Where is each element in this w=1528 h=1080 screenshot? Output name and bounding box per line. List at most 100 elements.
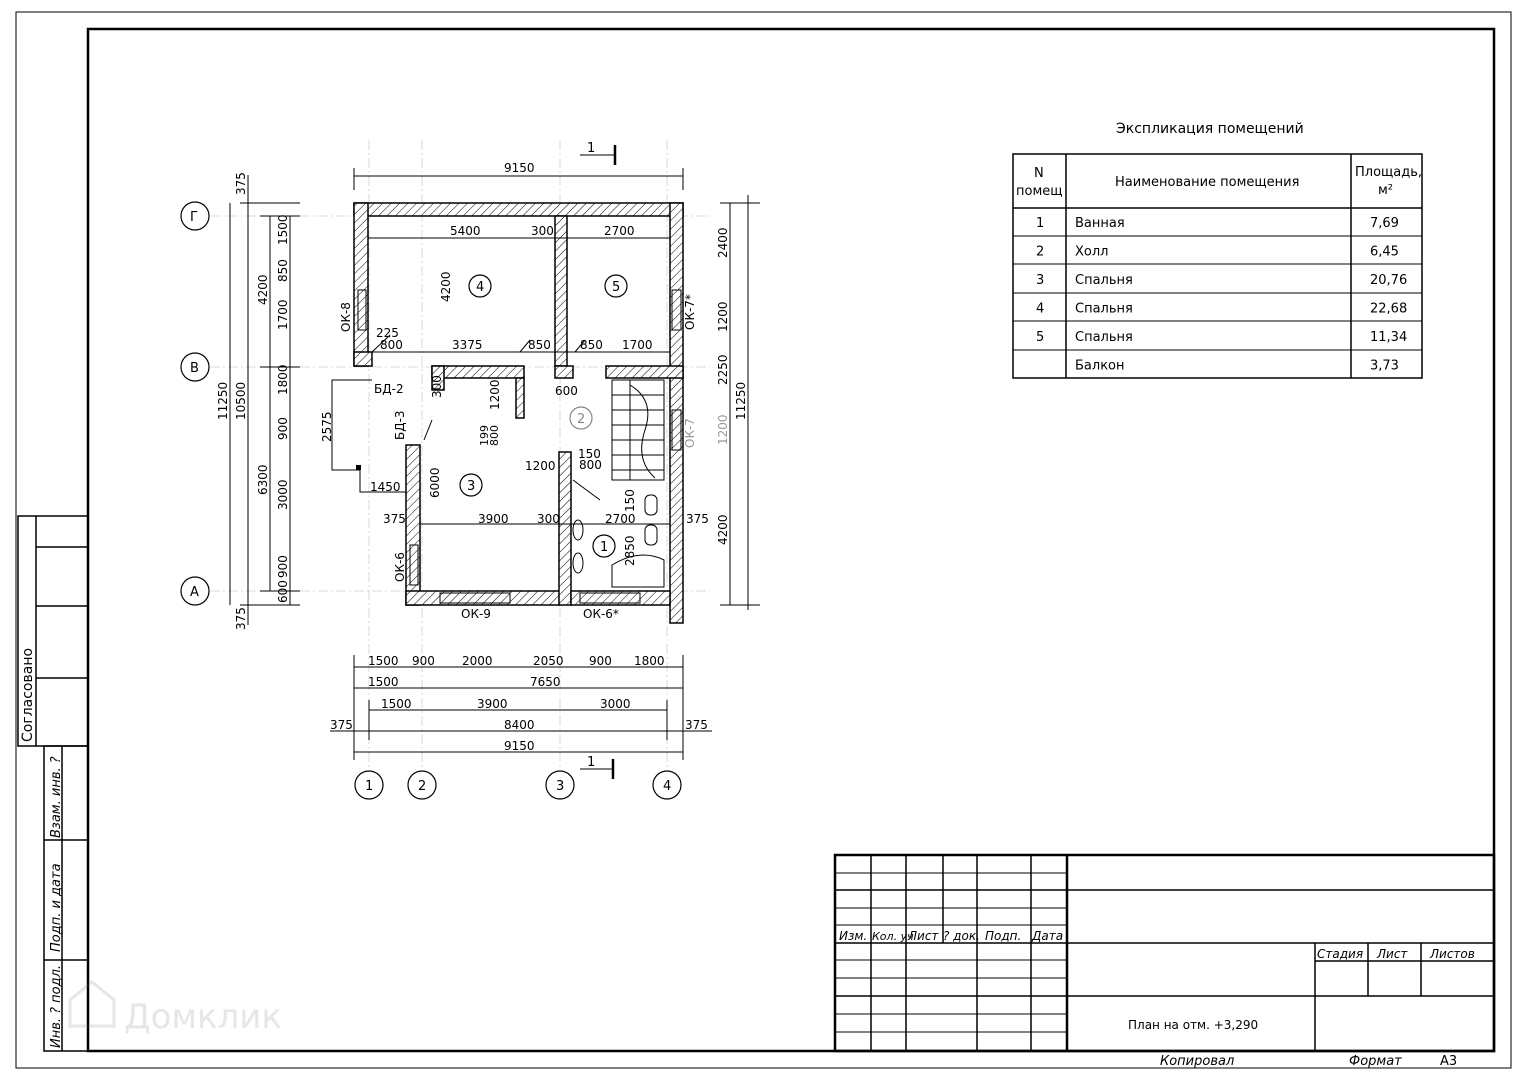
dim-right-1200-a: 1200 <box>716 301 730 332</box>
row-number: 4 <box>1036 302 1044 317</box>
dims-bottom: 1500 900 2000 2050 900 1800 1500 7650 15… <box>330 654 712 760</box>
row-number: 5 <box>1036 330 1044 345</box>
dim-top-9150: 9150 <box>504 161 535 175</box>
dims-left: 375 11250 375 10500 4200 6300 1500 850 1… <box>216 172 300 630</box>
sheets-total-header: Листов <box>1429 947 1475 961</box>
dim-b4-375-left: 375 <box>330 718 353 732</box>
dim-300: 300 <box>531 224 554 238</box>
room-1: 1 <box>600 540 608 555</box>
row-area: 6,45 <box>1370 245 1399 260</box>
dim-225: 225 <box>376 326 399 340</box>
dim-800-v: 800 <box>488 425 501 446</box>
title-block: Изм. Кол. уч Лист ? док. Подп. Дата Стад… <box>833 853 1496 1069</box>
dim-850-b: 850 <box>580 338 603 352</box>
header-name: Наименование помещения <box>1115 175 1299 190</box>
row-area: 22,68 <box>1370 302 1407 317</box>
row-name: Холл <box>1075 245 1108 260</box>
room-3: 3 <box>467 479 475 494</box>
window-ok-8: ОК-8 <box>339 302 353 332</box>
dim-b1-900-b: 900 <box>589 654 612 668</box>
inner-dims: 5400 300 2700 4200 225 800 3375 850 850 … <box>320 224 709 566</box>
sheet-header: Лист <box>1376 947 1408 961</box>
door-bd-3: БД-3 <box>393 410 407 440</box>
sheet-title: План на отм. +3,290 <box>1128 1018 1258 1032</box>
format-label: Формат <box>1349 1054 1402 1069</box>
row-name: Спальня <box>1075 273 1133 288</box>
house-logo-icon <box>68 980 116 1028</box>
room-2: 2 <box>577 412 585 427</box>
dim-left-10500: 10500 <box>234 382 248 420</box>
window-ok-6-star: ОК-6* <box>583 607 619 621</box>
outer-frame <box>15 11 1512 1069</box>
dim-right-1200-b: 1200 <box>716 414 730 445</box>
axis-3: 3 <box>556 779 564 794</box>
dim-b4-375-right: 375 <box>685 718 708 732</box>
axis-2: 2 <box>418 779 426 794</box>
room-5: 5 <box>612 280 620 295</box>
axis-1: 1 <box>365 779 373 794</box>
row-area: 20,76 <box>1370 273 1407 288</box>
dim-left-3000: 3000 <box>276 479 290 510</box>
dim-300-v: 300 <box>430 375 444 398</box>
window-ok-7: ОК-7 <box>683 418 697 448</box>
row-area: 7,69 <box>1370 216 1399 231</box>
balcony <box>331 379 406 493</box>
explication-table: Экспликация помещений N помещ Наименован… <box>1012 121 1423 379</box>
axis-a: А <box>190 585 199 600</box>
row-number: 1 <box>1036 216 1044 231</box>
explication-title: Экспликация помещений <box>1116 121 1304 137</box>
section-mark-top: 1 <box>587 141 595 156</box>
dim-left-1500: 1500 <box>276 214 290 245</box>
dim-1450: 1450 <box>370 480 401 494</box>
watermark: Домклик <box>68 980 282 1037</box>
watermark-text: Домклик <box>124 997 282 1037</box>
dim-3900: 3900 <box>478 512 509 526</box>
stairs <box>611 379 665 481</box>
col-data: Дата <box>1031 929 1063 943</box>
dim-b1-1800: 1800 <box>634 654 665 668</box>
dims-right: 2400 1200 2250 1200 4200 11250 <box>716 195 760 610</box>
row-name: Балкон <box>1075 359 1125 374</box>
sign-date-label: Подп. и дата <box>49 863 64 952</box>
col-kol-uch: Кол. уч <box>872 930 914 943</box>
row-area: 11,34 <box>1370 330 1407 345</box>
dim-150-v: 150 <box>623 489 637 512</box>
dim-2700-b: 2700 <box>605 512 636 526</box>
dim-b5-9150: 9150 <box>504 739 535 753</box>
section-mark-bottom: 1 <box>587 755 595 770</box>
dim-2575: 2575 <box>320 411 334 442</box>
row-name: Ванная <box>1075 216 1125 231</box>
bathroom-fixtures <box>572 494 665 588</box>
axis-g: Г <box>190 210 198 225</box>
opening-labels: ОК-8 ОК-7* ОК-7 ОК-6 ОК-9 ОК-6* БД-2 БД-… <box>339 294 697 621</box>
dim-left-4200: 4200 <box>256 274 270 305</box>
copied-label: Копировал <box>1160 1054 1234 1069</box>
dim-right-4200: 4200 <box>716 514 730 545</box>
dim-b3-3000: 3000 <box>600 697 631 711</box>
dim-left-375-bottom: 375 <box>234 607 248 630</box>
dim-left-600: 600 <box>276 580 290 603</box>
section-marks: 1 1 <box>580 141 617 779</box>
dim-b2-1500: 1500 <box>368 675 399 689</box>
dim-800: 800 <box>380 338 403 352</box>
dim-150: 150 <box>578 447 601 461</box>
dim-left-850: 850 <box>276 259 290 282</box>
dim-800-b: 800 <box>579 458 602 472</box>
dim-3375: 3375 <box>452 338 483 352</box>
row-name: Спальня <box>1075 302 1133 317</box>
dim-left-900-a: 900 <box>276 417 290 440</box>
window-ok-6: ОК-6 <box>393 552 407 582</box>
row-name: Спальня <box>1075 330 1133 345</box>
dim-b3-1500: 1500 <box>381 697 412 711</box>
dim-300-b: 300 <box>537 512 560 526</box>
axis-4: 4 <box>663 779 671 794</box>
dim-600: 600 <box>555 384 578 398</box>
row-number: 2 <box>1036 245 1044 260</box>
dim-left-1700: 1700 <box>276 299 290 330</box>
dim-b1-900-a: 900 <box>412 654 435 668</box>
dim-left-6300: 6300 <box>256 464 270 495</box>
axis-markers: Г В А 1 2 3 4 <box>180 201 682 800</box>
header-number-1: N <box>1034 166 1044 181</box>
